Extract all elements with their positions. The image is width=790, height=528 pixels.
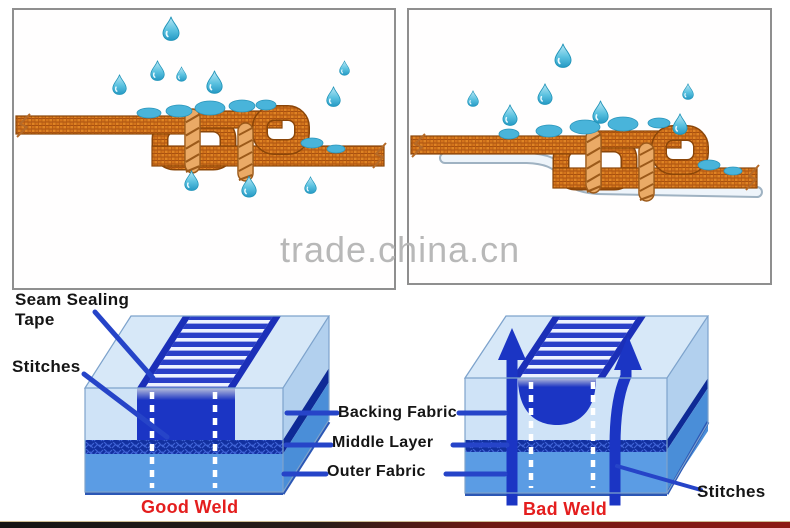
lifted-tape-gap [518, 378, 596, 425]
bottom-crop-bar [0, 521, 790, 528]
fabric-seam [15, 105, 387, 171]
seam-sealing-tape-label: Seam Sealing Tape [15, 290, 130, 330]
middle-layer-label: Middle Layer [332, 434, 434, 451]
bad-weld-diagram [463, 315, 710, 506]
panel-sealed-seam [407, 8, 772, 285]
water-path-arrows [498, 328, 642, 506]
unsealed-seam-drawing [15, 16, 387, 198]
stitches-label-right: Stitches [697, 482, 766, 501]
stitches-label-left: Stitches [12, 357, 81, 376]
water-pools [498, 116, 743, 176]
panel-unsealed-seam [12, 8, 396, 290]
watermark-text: trade.china.cn [280, 229, 521, 270]
outer-fabric-label: Outer Fabric [327, 463, 426, 480]
water-pools [136, 99, 346, 154]
label-connector-lines [81, 309, 703, 492]
bad-weld-caption: Bad Weld [523, 499, 608, 519]
weld-comparison-diagram [81, 309, 710, 506]
sealed-seam-drawing [410, 43, 763, 202]
rain-droplets [112, 16, 350, 107]
backing-fabric-label: Backing Fabric [338, 404, 457, 421]
good-weld-caption: Good Weld [141, 497, 239, 517]
